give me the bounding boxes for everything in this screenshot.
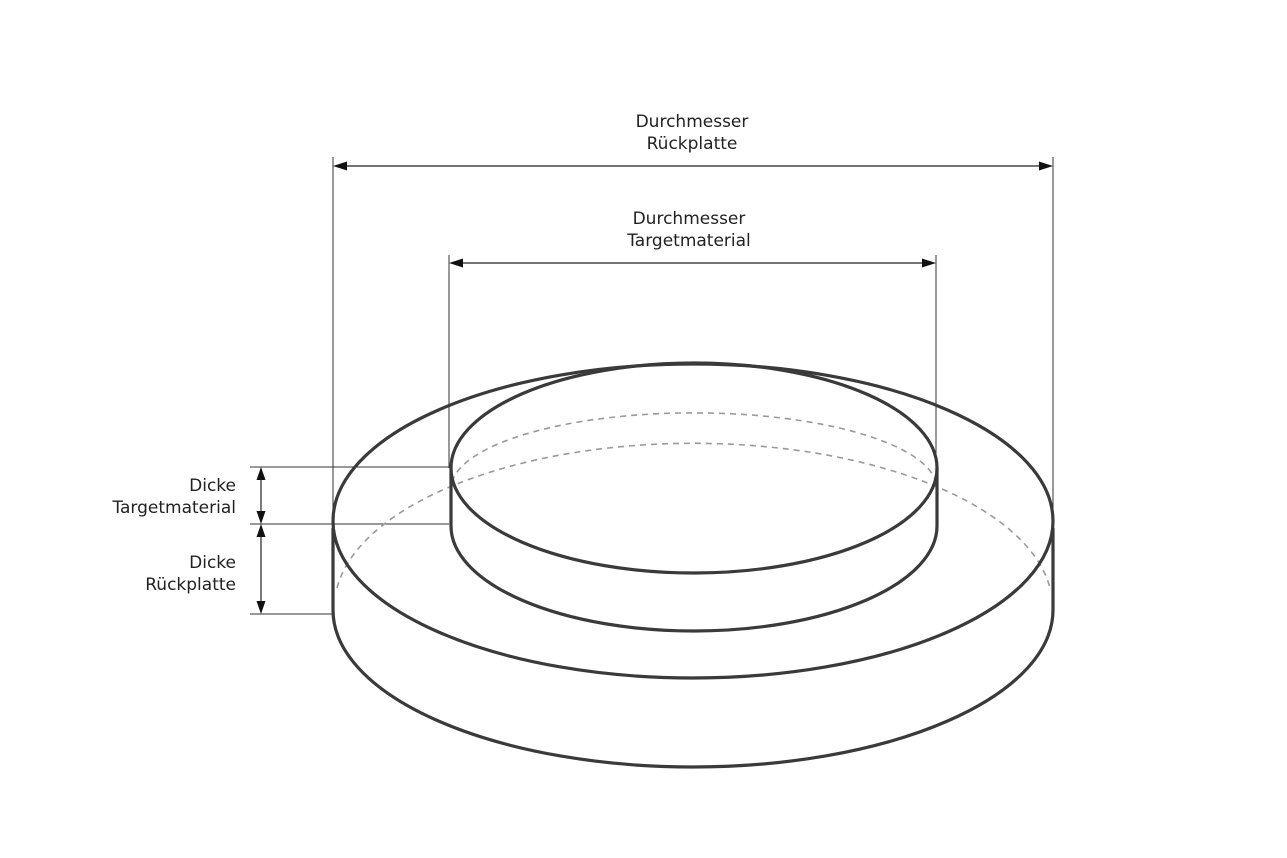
extension-lines [250,157,1054,615]
hidden-edge-backplate-bottom [336,442,1051,589]
label-thickness-backplate-line2: Rückplatte [145,575,236,595]
label-thickness-target-line1: Dicke [189,476,236,496]
arrowhead-right [922,258,936,268]
arrowhead-right [1039,161,1053,171]
dimension-diameter-backplate: Durchmesser Rückplatte [333,112,1053,171]
label-thickness-target-line2: Targetmaterial [111,498,236,518]
dimension-thickness-backplate: Dicke Rückplatte [145,524,266,614]
hidden-edge-target-bottom [451,412,937,483]
label-thickness-backplate-line1: Dicke [189,553,236,573]
target-top-face [449,361,939,575]
target-material [449,361,939,633]
label-diameter-backplate-line1: Durchmesser [636,112,749,132]
arrowhead-up [256,467,266,480]
label-diameter-target-line2: Targetmaterial [626,231,751,251]
dimension-thickness-target: Dicke Targetmaterial [111,467,266,524]
label-diameter-target-line1: Durchmesser [633,209,746,229]
backplate-side-bottom-edge [331,528,1055,769]
arrowhead-down [256,511,266,524]
arrowhead-left [449,258,463,268]
arrowhead-left [333,161,347,171]
arrowhead-up [256,524,266,537]
target-side-bottom-edge [449,468,939,633]
backplate [331,362,1055,769]
dimension-diameter-target: Durchmesser Targetmaterial [449,209,936,268]
label-diameter-backplate-line2: Rückplatte [647,134,738,154]
hidden-edges [336,412,1051,589]
arrowhead-down [256,601,266,614]
